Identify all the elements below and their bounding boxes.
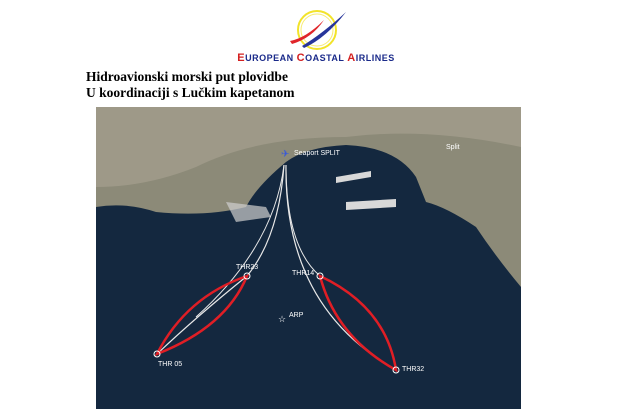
- city-blocks: [96, 107, 521, 187]
- label-thr23: THR23: [236, 264, 258, 271]
- airline-word: IRLINES: [355, 53, 395, 63]
- satellite-map: ✈ Seaport SPLIT Split THR23 THR14 THR 05…: [96, 107, 521, 409]
- airline-letter: C: [296, 52, 306, 64]
- airline-letter: A: [347, 52, 356, 64]
- seaplane-icon: ✈: [281, 149, 289, 160]
- pier: [346, 199, 396, 210]
- landing-route-thr05-23: [154, 273, 250, 357]
- landing-route-thr14-32: [318, 273, 398, 373]
- label-arp: ARP: [289, 312, 304, 319]
- label-thr32: THR32: [402, 366, 424, 373]
- marina: [226, 202, 271, 222]
- airline-word: OASTAL: [305, 53, 348, 63]
- approach-path-west: [195, 164, 285, 318]
- airline-logo: [290, 10, 346, 50]
- label-seaport: Seaport SPLIT: [294, 150, 341, 157]
- star-icon: ☆: [278, 314, 286, 324]
- threshold-markers: [153, 272, 400, 374]
- label-thr14: THR14: [292, 270, 314, 277]
- airline-letter: E: [237, 52, 246, 64]
- document-title: Hidroavionski morski put plovidbe: [86, 69, 288, 84]
- label-thr05: THR 05: [158, 361, 182, 368]
- label-split: Split: [446, 144, 460, 151]
- airline-word: UROPEAN: [245, 53, 297, 63]
- airline-name: EUROPEAN COASTAL AIRLINES: [0, 52, 632, 64]
- document-subtitle: U koordinaciji s Lučkim kapetanom: [86, 85, 295, 100]
- pier: [336, 171, 371, 183]
